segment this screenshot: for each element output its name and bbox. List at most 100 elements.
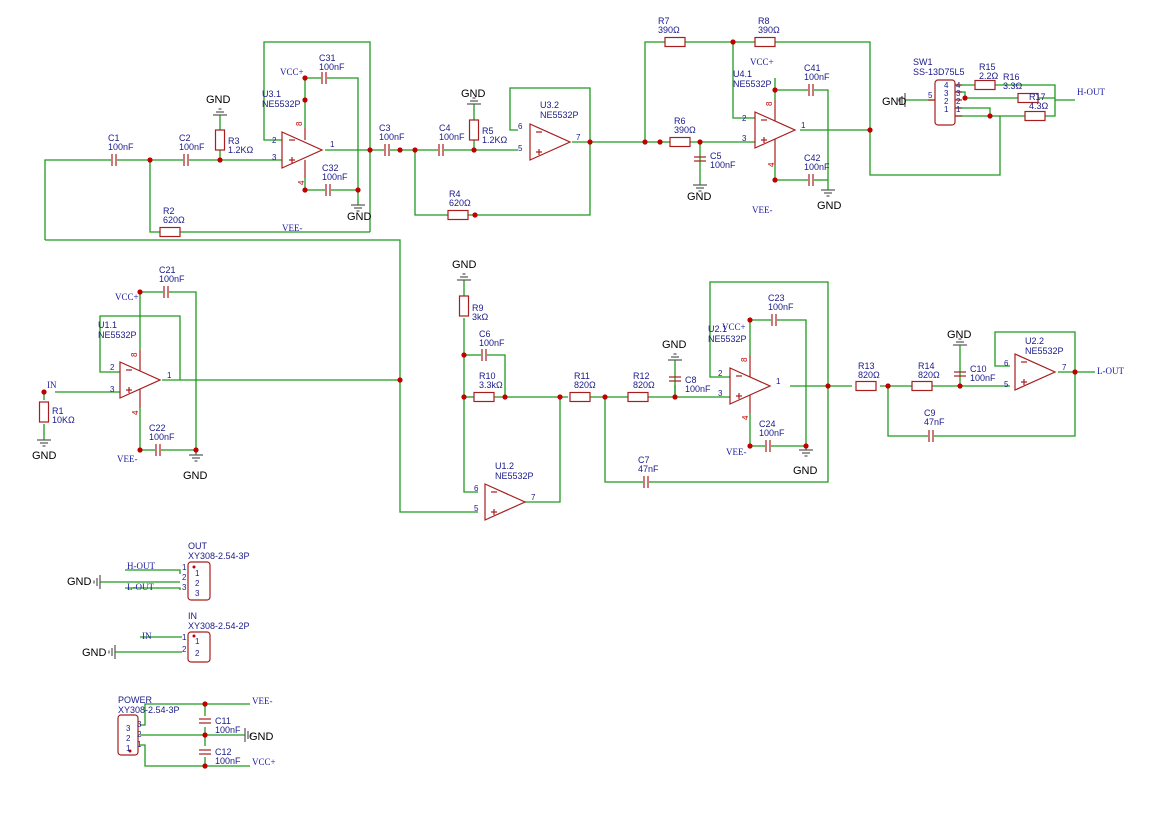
svg-text:3: 3: [272, 153, 277, 162]
net-hout: H-OUT: [1077, 87, 1105, 97]
svg-text:1: 1: [182, 563, 187, 572]
svg-text:8: 8: [740, 357, 749, 362]
net-lout: L-OUT: [1097, 366, 1124, 376]
junction-dot: [397, 147, 403, 153]
gnd-label: GND: [687, 191, 712, 203]
ground-symbols: GNDGNDGNDGNDGNDGNDGNDGNDGNDGNDGNDGNDGNDG…: [32, 88, 972, 743]
svg-text:1: 1: [126, 744, 131, 753]
svg-text:8: 8: [295, 121, 304, 126]
c2-value: 100nF: [179, 142, 205, 152]
r10-value: 3.3kΩ: [479, 380, 503, 390]
junction-dot: [137, 289, 143, 295]
junction-dot: [825, 383, 831, 389]
svg-text:1: 1: [944, 105, 949, 114]
svg-text:3: 3: [126, 724, 131, 733]
r9-value: 3kΩ: [472, 312, 489, 322]
ground-symbol: GND: [183, 454, 208, 482]
connector-in: 12 12 IN XY308-2.54-2P: [182, 611, 250, 663]
u1-2-part: NE5532P: [495, 471, 534, 481]
u3-1-ref: U3.1: [262, 89, 281, 99]
r3-ref: R3: [228, 136, 240, 146]
gnd-label: GND: [947, 329, 972, 341]
junctions: [41, 39, 1078, 769]
r16-ref: R16: [1003, 72, 1020, 82]
opamp-u4-1: 231 84 U4.1 NE5532P: [733, 69, 806, 167]
svg-text:4: 4: [297, 180, 306, 185]
in-conn-ref: IN: [188, 611, 197, 621]
junction-dot: [747, 317, 753, 323]
c23-value: 100nF: [768, 302, 794, 312]
c31-value: 100nF: [319, 62, 345, 72]
opamp-u1-2: 657 U1.2 NE5532P: [474, 461, 536, 521]
r1-ref: R1: [52, 406, 64, 416]
svg-text:4: 4: [131, 410, 140, 415]
u2-2-ref: U2.2: [1025, 336, 1044, 346]
r7-ref: R7: [658, 16, 670, 26]
connector-power: 321 321 POWER XY308-2.54-3P: [117, 695, 180, 756]
svg-text:1: 1: [195, 569, 200, 578]
r5-ref: R5: [482, 126, 494, 136]
svg-text:1: 1: [137, 740, 142, 749]
junction-dot: [41, 389, 47, 395]
components: C1100nFC2100nFR31.2KΩC31100nFC32100nFR26…: [38, 16, 1049, 766]
net-lout-conn: L-OUT: [127, 582, 154, 592]
net-vcc-u31: VCC+: [280, 67, 304, 77]
svg-text:2: 2: [272, 136, 277, 145]
junction-dot: [987, 113, 993, 119]
svg-text:3: 3: [718, 389, 723, 398]
svg-text:4: 4: [944, 81, 949, 90]
opamp-u2-2: 657 U2.2 NE5532P: [1004, 336, 1067, 391]
c8-value: 100nF: [685, 384, 711, 394]
net-in-conn: IN: [142, 631, 152, 641]
r5-value: 1.2KΩ: [482, 135, 508, 145]
svg-text:2: 2: [137, 730, 142, 739]
ground-symbol: GND: [32, 439, 57, 462]
c10-ref: C10: [970, 364, 987, 374]
svg-text:2: 2: [742, 114, 747, 123]
svg-text:6: 6: [474, 484, 479, 493]
gnd-label: GND: [452, 259, 477, 271]
junction-dot: [202, 701, 208, 707]
c23-ref: C23: [768, 293, 785, 303]
gnd-label: GND: [183, 470, 208, 482]
svg-text:1: 1: [776, 377, 781, 386]
junction-dot: [202, 732, 208, 738]
svg-text:1: 1: [167, 371, 172, 380]
resistor-r3: R31.2KΩ: [214, 129, 254, 155]
gnd-label: GND: [882, 96, 907, 108]
c1-ref: C1: [108, 133, 120, 143]
ground-symbol: GND: [347, 204, 372, 223]
net-vcc-u11: VCC+: [115, 292, 139, 302]
svg-text:1: 1: [801, 121, 806, 130]
junction-dot: [355, 187, 361, 193]
junction-dot: [885, 383, 891, 389]
r11-value: 820Ω: [574, 380, 596, 390]
gnd-label: GND: [67, 576, 92, 588]
svg-text:4: 4: [741, 415, 750, 420]
c5-ref: C5: [710, 151, 722, 161]
junction-dot: [867, 127, 873, 133]
junction-dot: [397, 377, 403, 383]
net-in: IN: [47, 380, 57, 390]
net-vee-u21: VEE-: [726, 447, 747, 457]
svg-text:4: 4: [767, 162, 776, 167]
sw1-ref: SW1: [913, 57, 933, 67]
c4-value: 100nF: [439, 132, 465, 142]
out-conn-part: XY308-2.54-3P: [188, 551, 250, 561]
c1-value: 100nF: [108, 142, 134, 152]
svg-text:5: 5: [518, 144, 523, 153]
gnd-label: GND: [32, 450, 57, 462]
net-vee-power: VEE-: [252, 696, 273, 706]
ground-symbol: GND: [244, 728, 274, 743]
